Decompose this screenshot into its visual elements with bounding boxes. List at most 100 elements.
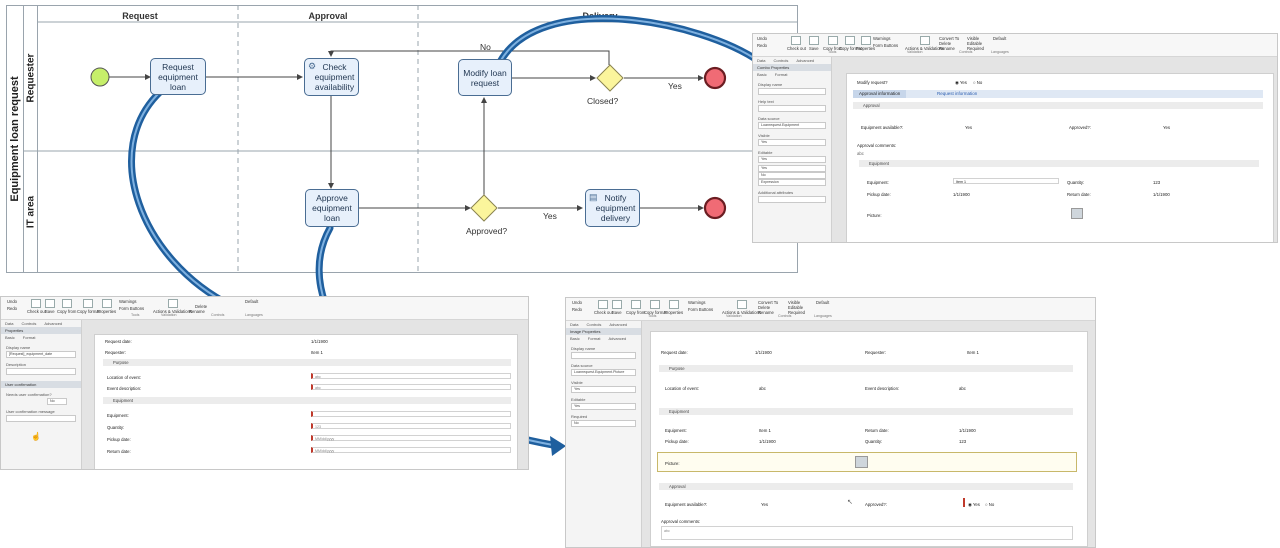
pickup-date-input[interactable]: MM/dd/yyyy — [311, 435, 511, 441]
task-request-equipment-loan[interactable]: Request equipment loan — [150, 58, 206, 95]
confirmation-message-field[interactable] — [6, 415, 76, 422]
pickup-date-value: 1/1/1900 — [953, 192, 970, 197]
ribbon-group-tools: Tools — [828, 50, 837, 54]
copy-format-button[interactable]: Copy format — [77, 299, 100, 314]
approved-no-radio[interactable]: ○ No — [985, 502, 995, 507]
location-input[interactable]: abc — [311, 373, 511, 379]
default-button[interactable]: Default — [993, 36, 1007, 41]
display-name-field[interactable]: [Request]_equipment_date — [6, 351, 76, 358]
required-toggle[interactable]: Required — [967, 46, 984, 51]
pickup-date-value: 1/1/1900 — [759, 439, 776, 444]
editable-select[interactable]: Yes — [571, 403, 636, 410]
ribbon-group-languages: Languages — [991, 50, 1009, 54]
panel-header: Image Properties — [566, 328, 641, 335]
save-button[interactable]: Save — [612, 300, 622, 315]
tab-approval-information[interactable]: Approval information — [853, 90, 907, 98]
actions-validations-button[interactable]: Actions & Validations — [905, 36, 944, 51]
warnings-button[interactable]: Warnings — [119, 299, 137, 304]
required-select[interactable]: No — [571, 420, 636, 427]
checkout-button[interactable]: Check out — [27, 299, 46, 314]
required-toggle[interactable]: Required — [788, 310, 805, 315]
editable-select[interactable]: Yes — [758, 156, 826, 163]
form-buttons-button[interactable]: Form Buttons — [873, 43, 899, 48]
checkout-button[interactable]: Check out — [787, 36, 806, 51]
event-description-input[interactable]: abc — [311, 384, 511, 390]
undo-button[interactable]: Undo — [7, 299, 18, 304]
warnings-button[interactable]: Warnings — [873, 36, 891, 41]
undo-button[interactable]: Undo — [572, 300, 583, 305]
convert-to-button[interactable]: Convert To — [939, 36, 960, 41]
editable-option-expression[interactable]: Expression — [758, 179, 826, 186]
copy-format-button[interactable]: Copy format — [839, 36, 862, 51]
visible-toggle[interactable]: Visible — [788, 300, 801, 305]
display-name-field[interactable] — [571, 352, 636, 359]
delete-button[interactable]: Delete — [195, 304, 208, 309]
editable-option-yes[interactable]: Yes — [758, 165, 826, 172]
properties-button[interactable]: Properties — [97, 299, 116, 314]
description-field[interactable] — [6, 368, 76, 375]
quantity-input[interactable]: 123 — [311, 423, 511, 429]
delete-button[interactable]: Delete — [758, 305, 771, 310]
properties-button[interactable]: Properties — [856, 36, 875, 51]
warnings-button[interactable]: Warnings — [688, 300, 706, 305]
needs-confirmation-toggle[interactable]: No — [47, 398, 67, 405]
form-approve: Request date: 1/1/1900 Requester: Item 1… — [650, 331, 1088, 547]
task-modify-loan-request[interactable]: Modify loan request — [458, 59, 512, 96]
hand-cursor-icon: ☝ — [31, 432, 41, 441]
return-date-input[interactable]: MM/dd/yyyy — [311, 447, 511, 453]
actions-validations-button[interactable]: Actions & Validations — [722, 300, 761, 315]
form-buttons-button[interactable]: Form Buttons — [688, 307, 714, 312]
tab-request-information[interactable]: Request information — [937, 91, 978, 96]
checkout-button[interactable]: Check out — [594, 300, 613, 315]
lane-label-requester: Requester — [24, 5, 38, 151]
copy-format-button[interactable]: Copy format — [644, 300, 667, 315]
help-text-field[interactable] — [758, 105, 826, 112]
convert-to-button[interactable]: Convert To — [758, 300, 779, 305]
editable-toggle[interactable]: Editable — [788, 305, 804, 310]
copy-from-button[interactable]: Copy from — [823, 36, 842, 51]
approval-comments-textarea[interactable]: abc — [661, 526, 1073, 540]
flow-label-yes-closed: Yes — [668, 81, 682, 91]
default-button[interactable]: Default — [816, 300, 830, 305]
rename-button[interactable]: Rename — [758, 310, 774, 315]
rename-button[interactable]: Rename — [939, 46, 955, 51]
delete-button[interactable]: Delete — [939, 41, 952, 46]
task-approve-equipment-loan[interactable]: Approve equipment loan — [305, 189, 359, 227]
equipment-combo[interactable]: Item 1 — [953, 178, 1059, 184]
editable-toggle[interactable]: Editable — [967, 41, 983, 46]
pool-label: Equipment loan request — [6, 5, 24, 273]
form-buttons-button[interactable]: Form Buttons — [119, 306, 145, 311]
data-source-field[interactable]: Loanrequest.Equipment — [758, 122, 826, 129]
visible-select[interactable]: Yes — [758, 139, 826, 146]
section-approval: Approval — [659, 483, 1073, 490]
copy-from-button[interactable]: Copy from — [626, 300, 645, 315]
properties-button[interactable]: Properties — [664, 300, 683, 315]
editable-option-no[interactable]: No — [758, 172, 826, 179]
undo-button[interactable]: Undo — [757, 36, 768, 41]
modify-yes-radio[interactable]: ◉ Yes — [955, 80, 967, 85]
display-name-field[interactable] — [758, 88, 826, 95]
modify-no-radio[interactable]: ○ No — [973, 80, 983, 85]
actions-validations-button[interactable]: Actions & Validations — [153, 299, 192, 314]
task-check-availability[interactable]: ⚙ Check equipment availability — [304, 58, 359, 96]
save-button[interactable]: Save — [809, 36, 819, 51]
copy-from-button[interactable]: Copy from — [57, 299, 76, 314]
redo-button[interactable]: Redo — [7, 306, 18, 311]
equipment-select[interactable] — [311, 411, 511, 417]
rename-button[interactable]: Rename — [189, 309, 205, 314]
redo-button[interactable]: Redo — [757, 43, 768, 48]
form-shot-request: Undo Redo Check out Save Copy from Copy … — [0, 296, 529, 470]
required-marker — [963, 498, 965, 507]
default-button[interactable]: Default — [245, 299, 259, 304]
redo-button[interactable]: Redo — [572, 307, 583, 312]
task-notify-equipment-delivery[interactable]: ▤ Notify equipment delivery — [585, 189, 640, 227]
form-canvas: Modify request? ◉ Yes ○ No Approval info… — [832, 57, 1277, 242]
visible-select[interactable]: Yes — [571, 386, 636, 393]
request-date-value: 1/1/1900 — [755, 350, 772, 355]
visible-toggle[interactable]: Visible — [967, 36, 980, 41]
additional-attributes-field[interactable] — [758, 196, 826, 203]
save-button[interactable]: Save — [45, 299, 55, 314]
approved-yes-radio[interactable]: ◉ Yes — [968, 502, 980, 507]
data-source-field[interactable]: Loanrequest.Equipment.Picture — [571, 369, 636, 376]
